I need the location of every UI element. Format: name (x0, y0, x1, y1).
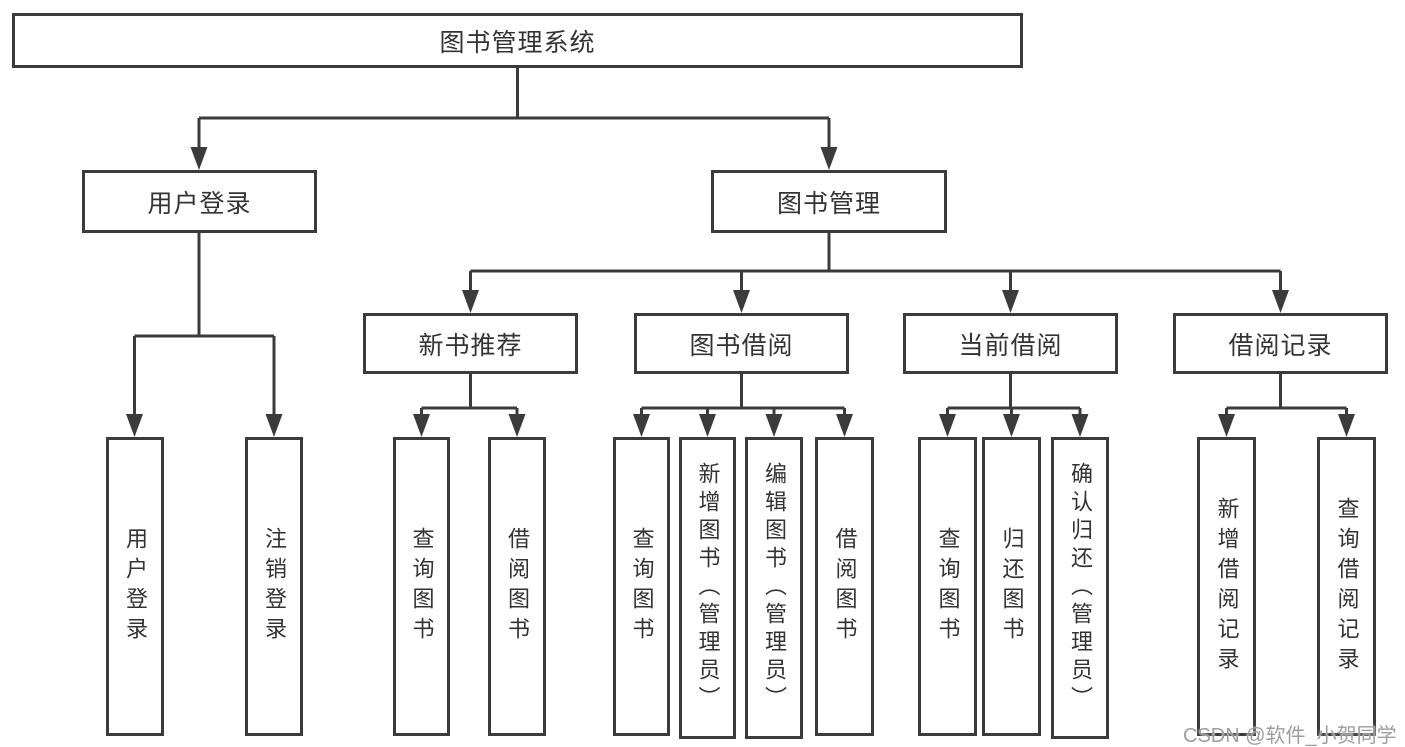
node-root-book-management-system: 图书管理系统 (12, 13, 1023, 68)
leaf-confirm-return-admin: 确认归还（管理员） (1051, 437, 1109, 739)
node-label: 图书管理系统 (439, 28, 596, 57)
node-label: 图书管理 (776, 189, 881, 218)
node-label: 图书借阅 (689, 331, 794, 360)
node-label: 查询图书 (409, 526, 435, 647)
node-label: 借阅图书 (832, 526, 858, 647)
node-label: 新书推荐 (418, 331, 523, 360)
node-label: 用户登录 (123, 526, 148, 647)
leaf-return-books: 归还图书 (982, 437, 1041, 736)
node-label: 归还图书 (999, 526, 1025, 647)
leaf-logout: 注销登录 (245, 437, 303, 736)
leaf-borrow-books: 借阅图书 (815, 437, 874, 736)
node-label: 查询图书 (935, 526, 961, 647)
leaf-edit-books-admin: 编辑图书（管理员） (745, 437, 803, 739)
leaf-query-books-current: 查询图书 (918, 437, 977, 736)
leaf-user-login: 用户登录 (106, 437, 164, 736)
node-label: 注销登录 (262, 526, 287, 647)
node-new-book-recommendation: 新书推荐 (363, 313, 578, 374)
node-label: 借阅记录 (1228, 331, 1333, 360)
node-label: 借阅图书 (505, 526, 530, 647)
node-label: 确认归还（管理员） (1068, 462, 1093, 714)
node-label: 新增图书（管理员） (695, 462, 721, 714)
leaf-query-borrow-record: 查询借阅记录 (1317, 437, 1376, 736)
leaf-add-books-admin: 新增图书（管理员） (679, 437, 736, 739)
leaf-borrow-books-recommend: 借阅图书 (488, 437, 546, 736)
leaf-query-books-borrow: 查询图书 (613, 437, 670, 736)
node-label: 编辑图书（管理员） (762, 462, 787, 714)
node-current-borrowing: 当前借阅 (903, 313, 1118, 374)
node-label: 新增借阅记录 (1214, 496, 1240, 677)
leaf-add-borrow-record: 新增借阅记录 (1197, 437, 1256, 736)
node-book-management: 图书管理 (711, 170, 947, 233)
node-borrowing-records: 借阅记录 (1173, 313, 1388, 374)
node-label: 用户登录 (147, 189, 252, 218)
node-label: 当前借阅 (958, 331, 1063, 360)
node-label: 查询图书 (629, 526, 655, 647)
node-user-login: 用户登录 (82, 170, 317, 233)
csdn-watermark: CSDN @软件_小贺同学 (1183, 725, 1397, 747)
node-label: 查询借阅记录 (1334, 496, 1360, 677)
node-book-borrowing: 图书借阅 (634, 313, 849, 374)
leaf-query-books-recommend: 查询图书 (393, 437, 450, 736)
